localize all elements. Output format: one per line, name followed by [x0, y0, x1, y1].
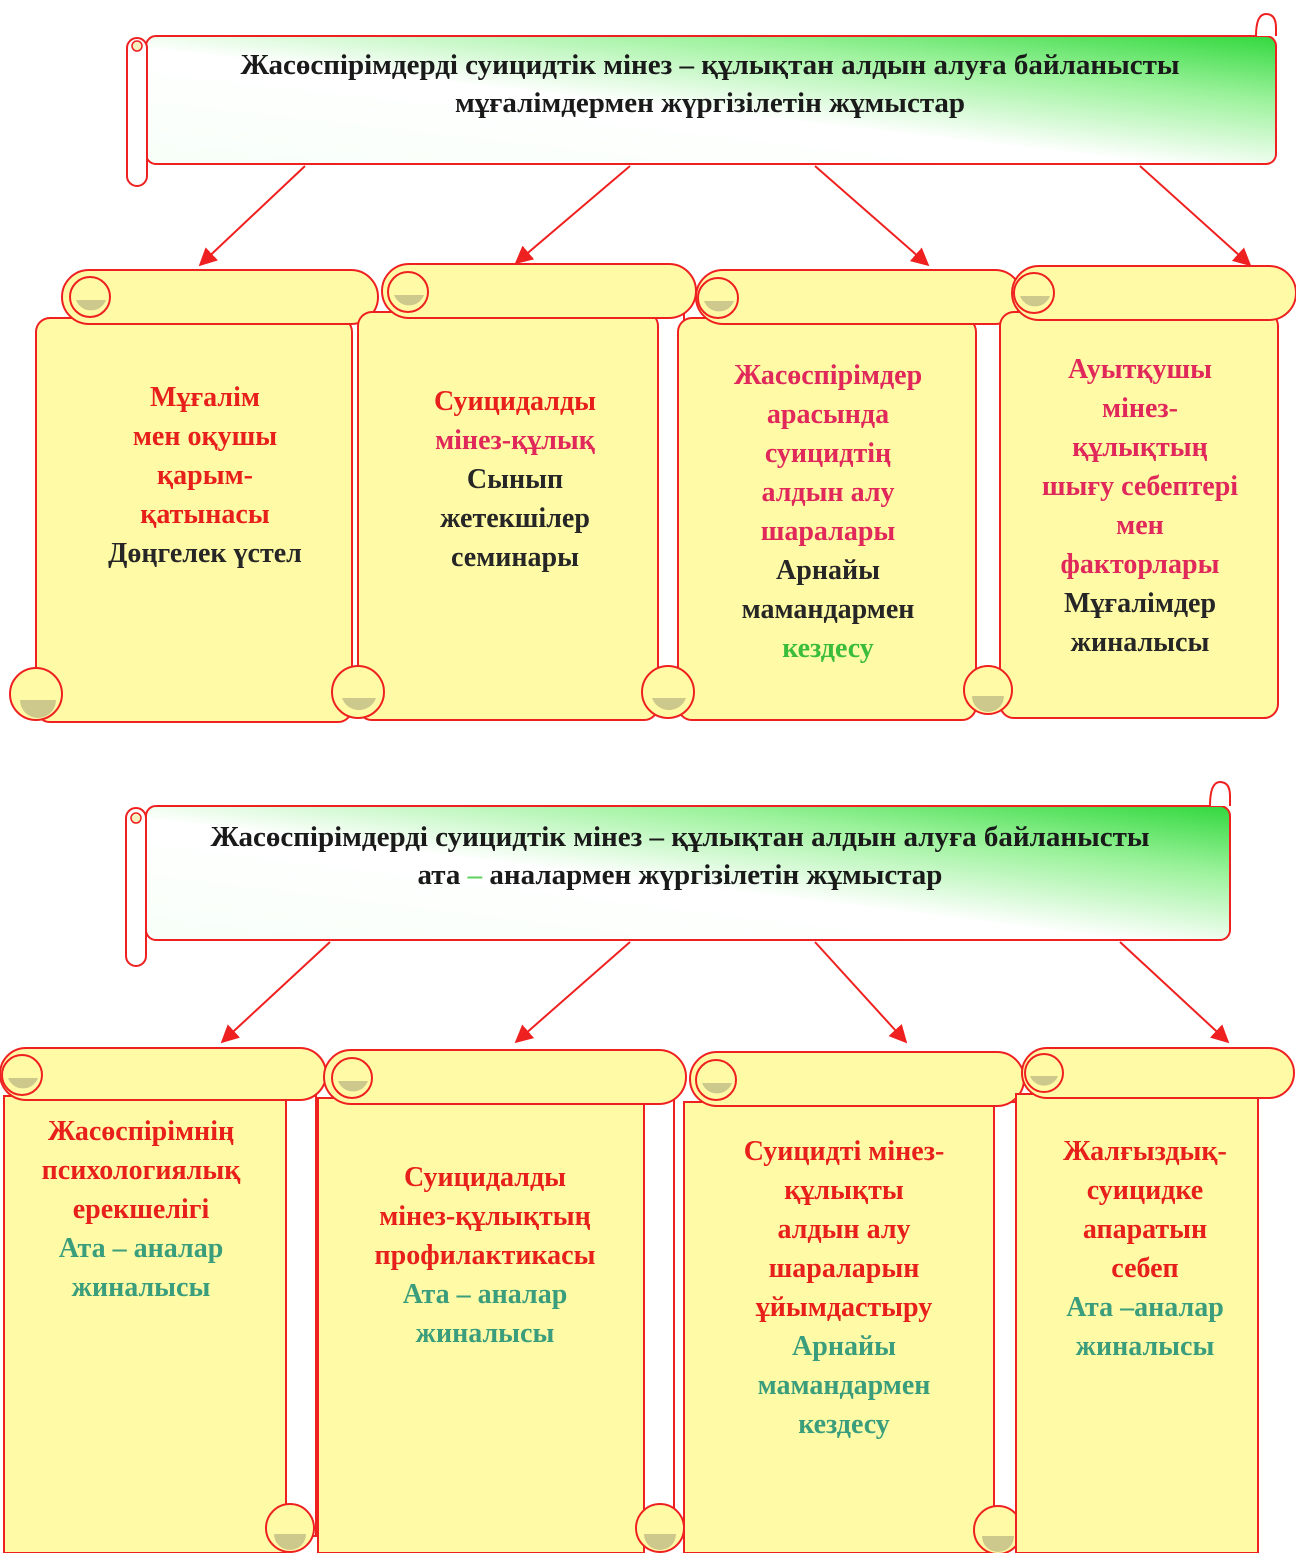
scroll-card-6 [317, 1049, 687, 1553]
card-topic-line: құлықты [784, 1175, 904, 1206]
card-form-line: Ата – аналар [58, 1233, 224, 1264]
card-topic-line: суицидке [1086, 1175, 1204, 1206]
header-title-word-parent: ата [417, 859, 461, 891]
card-form-line: Ата – аналар [402, 1279, 568, 1310]
scroll-card-8 [1015, 1047, 1295, 1553]
card-topic-line: мінез- [1102, 393, 1178, 424]
card-text-7: Суицидті мінез- құлықты алдын алу шарала… [694, 1132, 994, 1444]
card-topic-line: суицидтің [764, 438, 892, 469]
scroll-card-4 [963, 265, 1296, 719]
card-topic-line: ерекшелігі [72, 1194, 210, 1225]
card-topic-line: мінез-құлықтың [379, 1201, 591, 1232]
card-topic-line: шығу себептері [1041, 471, 1239, 502]
card-topic-line: қатынасы [140, 499, 270, 530]
card-text-1: Мұғалім мен оқушы қарым- қатынасы Дөңгел… [60, 378, 350, 573]
card-topic-line: мінез-құлық [435, 425, 595, 456]
card-form-line: Арнайы [776, 555, 880, 586]
card-form-line: жиналысы [1070, 627, 1210, 658]
card-form-line: Ата –аналар [1066, 1292, 1224, 1323]
header-title-line2: ата – аналармен жүргізілетін жұмыстар [150, 856, 1210, 894]
card-form-line: мамандармен [741, 594, 915, 625]
card-form-line: Дөңгелек үстел [108, 538, 302, 569]
header-title-rest: аналармен жүргізілетін жұмыстар [489, 859, 943, 891]
card-topic-line: Мұғалім [150, 382, 260, 413]
card-topic-line: Жалғыздық- [1063, 1136, 1227, 1167]
card-text-3: Жасөспірімдер арасында суицидтің алдын а… [686, 356, 970, 668]
card-topic-line: шаралары [760, 516, 896, 547]
card-topic-line: Суицидті мінез- [743, 1136, 945, 1167]
header-scroll-teachers [126, 12, 1277, 187]
header-scroll-parents [125, 780, 1231, 967]
card-form-line: кездесу [782, 633, 874, 664]
card-text-8: Жалғыздық- суицидке апаратын себеп Ата –… [1020, 1132, 1270, 1366]
header-title-line1: Жасөспірімдерді суицидтік мінез – құлықт… [240, 49, 1180, 81]
header-title-dash: – [460, 859, 490, 891]
card-topic-line: шараларын [768, 1253, 920, 1284]
card-form-line: семинары [451, 542, 579, 573]
card-topic-line: Жасөспірімнің [47, 1116, 235, 1147]
card-topic-line: апаратын [1082, 1214, 1208, 1245]
card-topic-line: ұйымдастыру [755, 1292, 933, 1323]
card-topic-line: психологиялық [41, 1155, 241, 1186]
card-topic-line: себеп [1111, 1253, 1179, 1284]
card-text-5: Жасөспірімнің психологиялық ерекшелігі А… [6, 1112, 276, 1307]
card-form-line: Мұғалімдер [1063, 588, 1217, 619]
scroll-card-5 [0, 1047, 327, 1553]
card-topic-line: алдын алу [777, 1214, 911, 1245]
card-form-line: кездесу [798, 1409, 890, 1440]
card-form-line: жиналысы [415, 1318, 555, 1349]
header-title-teachers: Жасөспірімдерді суицидтік мінез – құлықт… [150, 46, 1270, 122]
card-topic-line: құлықтың [1072, 432, 1208, 463]
card-form-line: Арнайы [792, 1331, 896, 1362]
card-form-line: жиналысы [71, 1272, 211, 1303]
card-topic-line: алдын алу [761, 477, 895, 508]
card-topic-line: арасында [766, 399, 890, 430]
card-form-line: жетекшілер [440, 503, 590, 534]
card-form-line: Сынып [466, 464, 564, 495]
card-text-6: Суицидалды мінез-құлықтың профилактикасы… [330, 1158, 640, 1353]
card-form-line: мамандармен [757, 1370, 931, 1401]
card-topic-line: профилактикасы [374, 1240, 596, 1271]
card-topic-line: мен оқушы [132, 421, 278, 452]
card-topic-line: қарым- [157, 460, 253, 491]
card-topic-line: Суицидалды [403, 1162, 567, 1193]
arrows-parents [220, 941, 1230, 1044]
card-form-line: жиналысы [1075, 1331, 1215, 1362]
scroll-card-3 [641, 269, 1023, 721]
card-text-2: Суицидалды мінез-құлық Сынып жетекшілер … [370, 382, 660, 577]
card-topic-line: Суицидалды [433, 386, 597, 417]
card-topic-line: Ауытқушы [1067, 354, 1213, 385]
card-topic-line: мен [1116, 510, 1164, 541]
arrows-teachers [198, 165, 1252, 267]
header-title-line1: Жасөспірімдерді суицидтік мінез – құлықт… [210, 821, 1150, 853]
card-text-4: Ауытқушы мінез- құлықтың шығу себептері … [1004, 350, 1276, 662]
header-title-parents: Жасөспірімдерді суицидтік мінез – құлықт… [150, 818, 1210, 894]
header-title-line2: мұғалімдермен жүргізілетін жұмыстар [454, 87, 966, 119]
card-topic-line: факторлары [1060, 549, 1220, 580]
card-topic-line: Жасөспірімдер [733, 360, 923, 391]
